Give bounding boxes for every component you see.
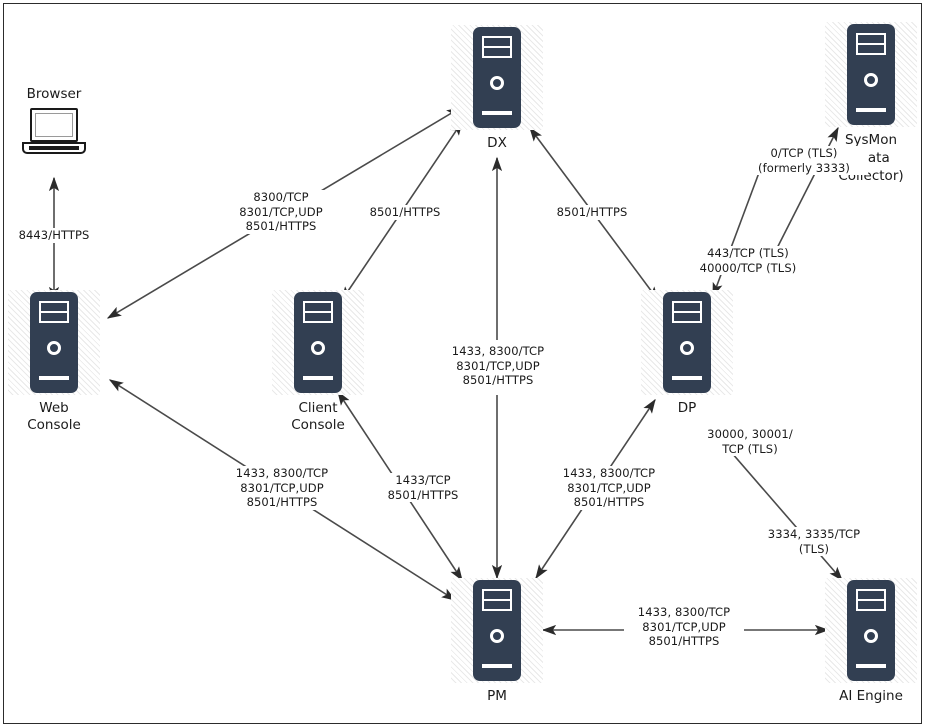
server-tower-icon [451, 578, 543, 683]
server-tower-icon [825, 578, 917, 683]
edge-label-browser-web-console: 8443/HTTPS [14, 228, 94, 243]
node-sysmon[interactable]: SysMon (Data Collector) [825, 22, 917, 184]
edge-label-ai-engine-tls: 3334, 3335/TCP (TLS) [757, 527, 871, 556]
node-pm-label: PM [487, 688, 507, 704]
edge-label-sysmon-dp: 443/TCP (TLS) 40000/TCP (TLS) [684, 246, 812, 275]
edge-label-pm-ai-engine: 1433, 8300/TCP 8301/TCP,UDP 8501/HTTPS [624, 605, 744, 649]
edge-label-web-console-dx: 8300/TCP 8301/TCP,UDP 8501/HTTPS [222, 190, 340, 234]
node-dx-label: DX [487, 135, 507, 151]
edge-label-client-console-pm: 1433/TCP 8501/HTTPS [379, 473, 467, 502]
server-tower-icon [451, 25, 543, 130]
edge-label-client-console-dx: 8501/HTTPS [362, 205, 448, 220]
edge-label-web-console-pm: 1433, 8300/TCP 8301/TCP,UDP 8501/HTTPS [222, 466, 342, 510]
node-sysmon-label-1: SysMon [844, 132, 898, 148]
server-tower-icon [641, 290, 733, 395]
node-client-console-label-1: Client [298, 400, 338, 416]
edge-label-dp-sysmon: 0/TCP (TLS) (formerly 3333) [740, 146, 868, 175]
laptop-icon [22, 108, 86, 160]
node-client-console[interactable]: Client Console [272, 290, 364, 433]
node-dp[interactable]: DP [641, 290, 733, 416]
edge-label-dp-ai-engine: 30000, 30001/ TCP (TLS) [698, 427, 802, 456]
server-tower-icon [8, 290, 100, 395]
edge-sysmon-dp [712, 169, 761, 298]
node-web-console[interactable]: Web Console [8, 290, 100, 433]
server-tower-icon [825, 22, 917, 127]
edge-label-dx-pm: 1433, 8300/TCP 8301/TCP,UDP 8501/HTTPS [438, 344, 558, 388]
node-pm[interactable]: PM [451, 578, 543, 704]
node-dx[interactable]: DX [451, 25, 543, 151]
node-ai-engine-label: AI Engine [839, 688, 903, 704]
node-ai-engine[interactable]: AI Engine [825, 578, 917, 704]
node-browser[interactable]: Browser [19, 86, 89, 160]
node-browser-label: Browser [26, 86, 82, 102]
node-client-console-label-2: Console [291, 417, 345, 433]
edge-label-dp-pm: 1433, 8300/TCP 8301/TCP,UDP 8501/HTTPS [549, 466, 669, 510]
node-web-console-label-1: Web [39, 400, 69, 416]
node-dp-label: DP [677, 400, 697, 416]
edge-label-dx-dp: 8501/HTTPS [549, 205, 635, 220]
server-tower-icon [272, 290, 364, 395]
node-web-console-label-2: Console [27, 417, 81, 433]
